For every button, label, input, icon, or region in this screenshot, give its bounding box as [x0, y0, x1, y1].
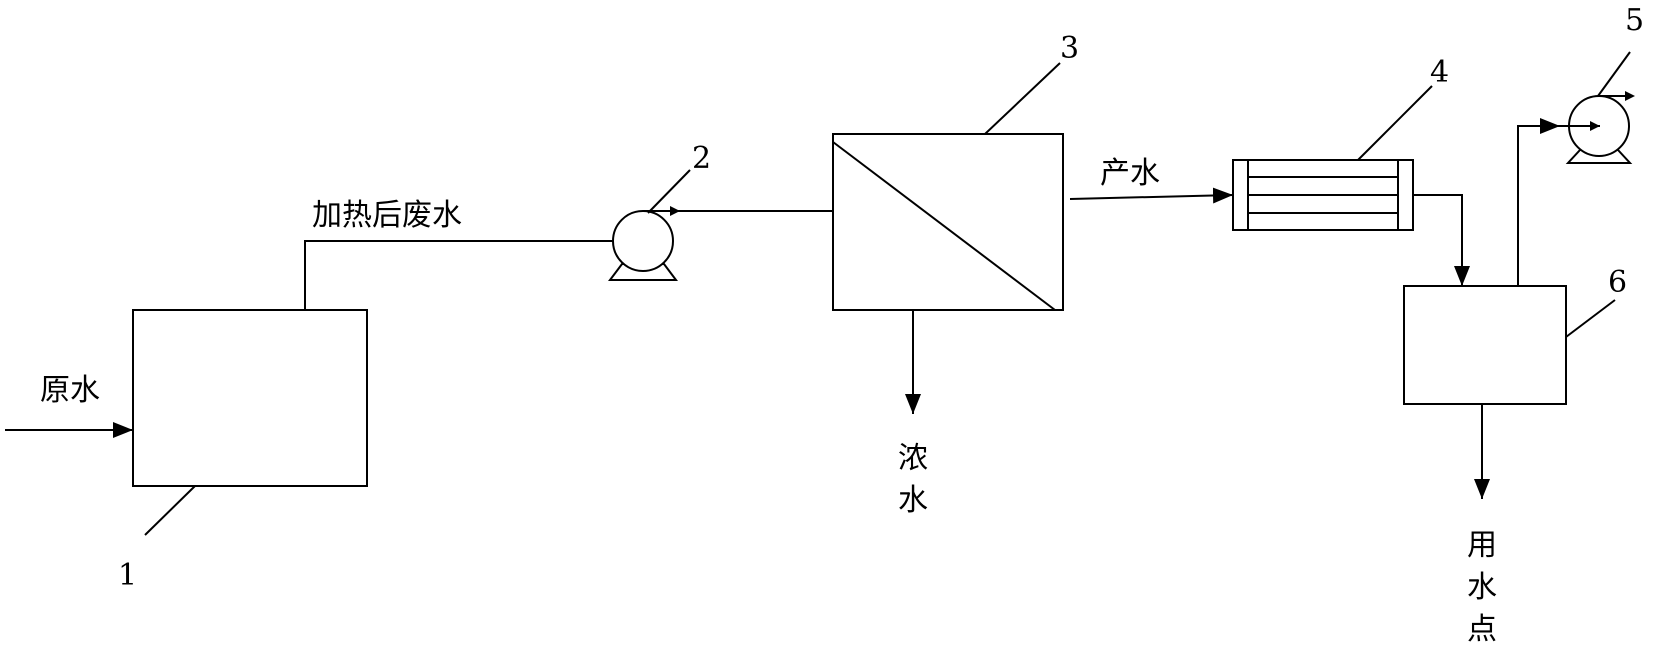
leader-line-6: [1565, 299, 1616, 338]
leader-line-3: [984, 62, 1061, 135]
number-6: 6: [1608, 265, 1627, 300]
number-3: 3: [1060, 31, 1079, 66]
concentrate-label-2: 水: [898, 483, 928, 518]
membrane-diagonal: [832, 141, 1056, 311]
leader-line-1: [144, 485, 196, 536]
product-water-pipe: [1069, 187, 1234, 204]
use-point-label-2: 水: [1467, 570, 1497, 605]
pump-2-outlet-arrowhead: [670, 206, 680, 216]
concentrate-label-1: 浓: [898, 441, 928, 476]
leader-line-2: [647, 169, 691, 214]
membrane-module-3: [832, 133, 1064, 311]
number-5: 5: [1625, 3, 1644, 38]
tubular-module-4: [1232, 159, 1414, 231]
number-4: 4: [1430, 55, 1449, 90]
product-water-label: 产水: [1100, 156, 1160, 191]
pump-5-outlet-arrowhead: [1625, 91, 1635, 101]
use-point-label-3: 点: [1467, 612, 1497, 647]
storage-tank-6: [1403, 285, 1567, 405]
pump-5: [1565, 95, 1633, 164]
pump-5-suction-pipe: [1517, 118, 1560, 286]
number-1: 1: [118, 558, 137, 593]
leader-line-4: [1357, 85, 1433, 161]
leader-line-5: [1597, 51, 1631, 97]
pump-2: [608, 210, 678, 281]
module-4-outlet-pipe: [1413, 194, 1470, 286]
number-2: 2: [692, 141, 711, 176]
tank-1: [132, 309, 368, 487]
heated-wastewater-label: 加热后废水: [312, 198, 462, 233]
heated-wastewater-pipe: [304, 233, 644, 310]
raw-water-label: 原水: [40, 373, 100, 408]
use-point-label-1: 用: [1467, 528, 1497, 563]
